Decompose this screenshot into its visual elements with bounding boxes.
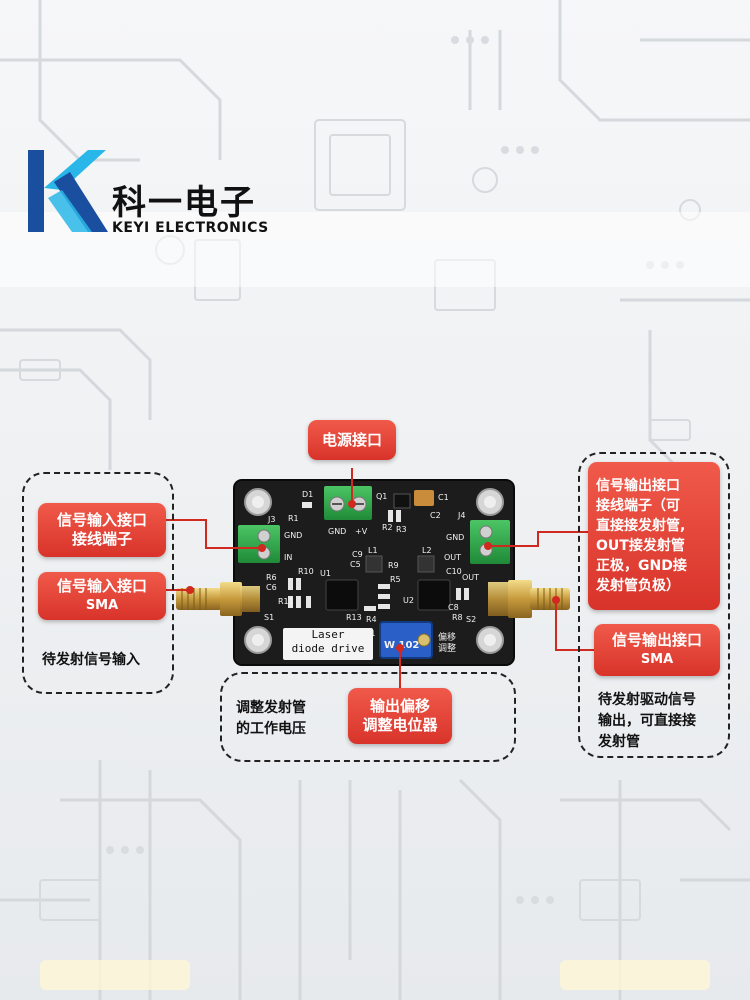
silk-c2: C2 xyxy=(430,511,441,520)
silk-u2: U2 xyxy=(403,596,414,605)
silk-r11: R11 xyxy=(278,597,294,606)
silk-l1: L1 xyxy=(368,546,378,555)
silk-s2: S2 xyxy=(466,615,476,624)
input-group-box xyxy=(22,472,174,694)
silk-out-left: OUT xyxy=(462,573,479,582)
silk-r13: R13 xyxy=(346,613,362,622)
power-interface-callout: 电源接口 xyxy=(308,420,396,460)
output-group-box xyxy=(578,452,730,758)
silk-r6: R6 xyxy=(266,573,277,582)
silk-c10: C10 xyxy=(446,567,462,576)
silk-r1: R1 xyxy=(288,514,299,523)
silk-u1: U1 xyxy=(320,569,331,578)
silk-s1: S1 xyxy=(264,613,274,622)
silk-j4: J4 xyxy=(457,511,465,520)
silk-r3: R3 xyxy=(396,525,407,534)
voltage-group-box xyxy=(220,672,516,762)
silk-d1: D1 xyxy=(302,490,313,499)
pcb-board xyxy=(176,479,570,666)
silk-r5: R5 xyxy=(390,575,401,584)
silk-gnd-left: GND xyxy=(284,531,302,540)
offset-potentiometer-callout: 输出偏移 调整电位器 xyxy=(348,688,452,744)
laser-diode-label: Laser diode drive xyxy=(283,628,373,660)
brand-name-cn: 科一电子 xyxy=(112,183,256,223)
silk-c8: C8 xyxy=(448,603,459,612)
silk-r4: R4 xyxy=(366,615,377,624)
silk-r2: R2 xyxy=(382,523,393,532)
brand-logo-mark xyxy=(28,150,108,232)
silk-out-right: OUT xyxy=(444,553,461,562)
output-signal-note: 待发射驱动信号 输出，可直接接 发射管 xyxy=(598,692,696,750)
silk-plus-v: +V xyxy=(355,527,368,536)
silk-j3: J3 xyxy=(267,515,275,524)
brand-name-en: KEYI ELECTRONICS xyxy=(112,220,269,236)
signal-input-sma-callout: 信号输入接口 SMA xyxy=(38,572,166,620)
signal-output-terminal-callout: 信号输出接口 接线端子（可 直接接发射管, OUT接发射管 正极，GND接 发射… xyxy=(588,462,720,610)
silk-c9: C9 xyxy=(352,550,363,559)
signal-output-sma-callout: 信号输出接口 SMA xyxy=(594,624,720,676)
silk-q1: Q1 xyxy=(376,492,387,501)
silk-r8: R8 xyxy=(452,613,463,622)
silk-r10: R10 xyxy=(298,567,314,576)
silk-in: IN xyxy=(284,553,292,562)
silk-l2: L2 xyxy=(422,546,432,555)
voltage-adjust-note: 调整发射管 的工作电压 xyxy=(236,700,306,737)
silk-r9: R9 xyxy=(388,561,399,570)
silk-c6: C6 xyxy=(266,583,277,592)
input-signal-note: 待发射信号输入 xyxy=(42,652,140,668)
signal-input-terminal-callout: 信号输入接口 接线端子 xyxy=(38,503,166,557)
silk-c5: C5 xyxy=(350,560,361,569)
offset-adjust-label: 偏移调整 xyxy=(438,633,457,654)
silk-c1: C1 xyxy=(438,493,449,502)
silk-gnd-right: GND xyxy=(446,533,464,542)
silk-gnd-top: GND xyxy=(328,527,346,536)
